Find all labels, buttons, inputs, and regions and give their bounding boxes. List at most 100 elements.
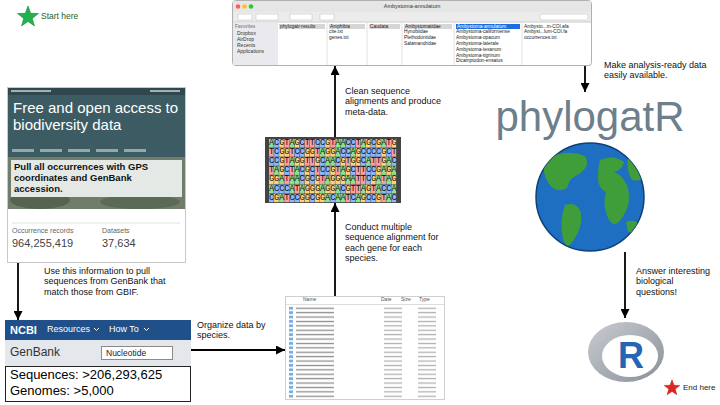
genbank-screenshot-text: Genomes: >5,000 (10, 384, 114, 399)
flow-marker-label: End here (683, 383, 715, 392)
finder-window-text: Ambystoma-texanum (456, 47, 501, 53)
finder-window (327, 22, 328, 65)
finder-window-text: Hynobiidae (404, 29, 428, 35)
r-logo-ring (602, 335, 658, 377)
flow-arrow (17, 263, 19, 320)
gbif-screenshot (8, 88, 186, 263)
alignment-image (265, 137, 401, 203)
alignment-image-text: CGATCCGGCGGACAATCAGCCGTAC (269, 194, 397, 203)
globe (628, 158, 647, 181)
finder-window (233, 1, 592, 66)
globe (544, 153, 587, 190)
globe (598, 157, 629, 224)
flow-arrow (191, 349, 285, 351)
gbif-screenshot-text: 964,255,419 (12, 237, 73, 250)
finder-window (233, 22, 591, 23)
genbank-screenshot-text: How To (109, 325, 139, 335)
genbank-screenshot-text: GenBank (10, 346, 60, 359)
finder-window-text: Plethodontidae (404, 35, 436, 41)
folder-list-screenshot (286, 304, 444, 305)
alignment-image-text: TCGGTCCGGTAGGACCAGCCCCGCT (269, 148, 397, 157)
r-logo-ring (588, 322, 664, 382)
finder-window-text: Ambysto...m-COI.afa (524, 24, 569, 30)
finder-window-text: occurrences.txt (524, 35, 557, 41)
finder-window (367, 22, 368, 65)
gbif-screenshot-text: Datasets (102, 227, 130, 235)
folder-list-screenshot (286, 297, 445, 400)
folder-list-screenshot: NameDateSizeType (285, 296, 445, 400)
r-logo: R (588, 318, 668, 402)
genbank-screenshot (94, 328, 99, 331)
end-star (664, 380, 680, 395)
finder-window (249, 4, 254, 9)
gbif-screenshot (8, 88, 186, 263)
edge-label: Conduct multiple sequence alignment for … (345, 222, 453, 263)
finder-window-text: Recents (237, 42, 255, 48)
finder-window-text: Ambystoma-annulatum (456, 24, 520, 30)
finder-window-text: Dicamptodon-ensatus (456, 58, 503, 64)
gbif-screenshot (8, 88, 185, 95)
gbif-screenshot-text: Pull all occurrences with GPS coordinate… (11, 160, 182, 197)
finder-window (290, 14, 312, 20)
finder-window (238, 14, 252, 20)
globe (536, 143, 646, 251)
flow-arrow (624, 252, 626, 318)
alignment-image (265, 137, 401, 203)
r-logo-text: R (618, 340, 644, 372)
finder-window (540, 14, 588, 20)
finder-window (242, 4, 247, 9)
gbif-screenshot (124, 149, 146, 152)
finder-window (236, 4, 241, 9)
genbank-screenshot: NCBIResourcesHow ToGenBankNucleotideSequ… (5, 320, 191, 402)
finder-window (256, 14, 278, 20)
edge-label: Use this information to pull sequences f… (44, 266, 179, 297)
finder-window-text: genes.txt (329, 35, 348, 41)
finder-window (320, 14, 334, 20)
finder-window-text: cite.txt (329, 29, 343, 35)
r-logo-ring (588, 322, 664, 382)
alignment-image-text: TAGCTACGCTCCGTAGCTTCCGAGA (269, 166, 397, 175)
genbank-screenshot (5, 340, 191, 366)
gbif-screenshot (100, 195, 180, 209)
start-star (18, 6, 39, 26)
globe (626, 221, 640, 233)
edge-label: Clean sequence alignments and produce me… (345, 86, 447, 117)
gbif-screenshot (11, 90, 51, 92)
gbif-screenshot (96, 149, 118, 152)
finder-window (233, 1, 591, 12)
genbank-screenshot-text: NCBI (10, 324, 37, 336)
gbif-screenshot-text: 37,634 (102, 237, 136, 250)
finder-window-text: phylogatr-results (279, 24, 325, 30)
end-star (664, 380, 680, 395)
finder-window-text: Applications (237, 48, 264, 54)
finder-window-text: Ambystoma-annulatum (362, 3, 462, 10)
genbank-screenshot (5, 320, 191, 402)
globe (536, 143, 644, 251)
gbif-screenshot (150, 90, 180, 92)
alignment-image-text: CCGTAGGTTGCAACGTGGCATTGAC (269, 157, 397, 166)
flow-arrow (334, 203, 336, 296)
finder-window-text: Caudata (369, 24, 400, 30)
gbif-screenshot (8, 88, 185, 157)
finder-window-text: Ambystoma-tigrinum (456, 53, 500, 59)
gbif-screenshot (12, 149, 34, 152)
gbif-screenshot-text: Free and open access to biodiversity dat… (13, 100, 179, 133)
genbank-screenshot (144, 328, 149, 331)
finder-window (522, 22, 523, 65)
genbank-screenshot-text: Sequences: >206,293,625 (10, 368, 162, 383)
folder-list-screenshot-text: Type (419, 297, 430, 303)
gbif-screenshot (12, 223, 180, 224)
edge-label: Answer interesting biological questions! (636, 266, 716, 297)
edge-label: Organize data by species. (197, 320, 281, 341)
finder-window-text: Ambyst...lum-COI.fa (524, 29, 567, 35)
gbif-screenshot-text: Occurrence records (12, 227, 73, 235)
alignment-image-text: ACCCATAGGGAGGACGTTAGTACCA (269, 185, 397, 194)
finder-window-text: Dropbox (237, 30, 256, 36)
folder-list-screenshot-text: Size (401, 297, 411, 303)
alignment-image: ACGTAGCTTCCGTAACCTAGCGATGTCGGTCCGGTAGGAC… (265, 137, 401, 203)
finder-window-text: Ambystoma-californiense (456, 29, 510, 35)
finder-window-text: Ambystoma-opacum (456, 35, 500, 41)
flow-arrow (584, 66, 586, 92)
finder-window-text: Favorites (235, 24, 255, 30)
